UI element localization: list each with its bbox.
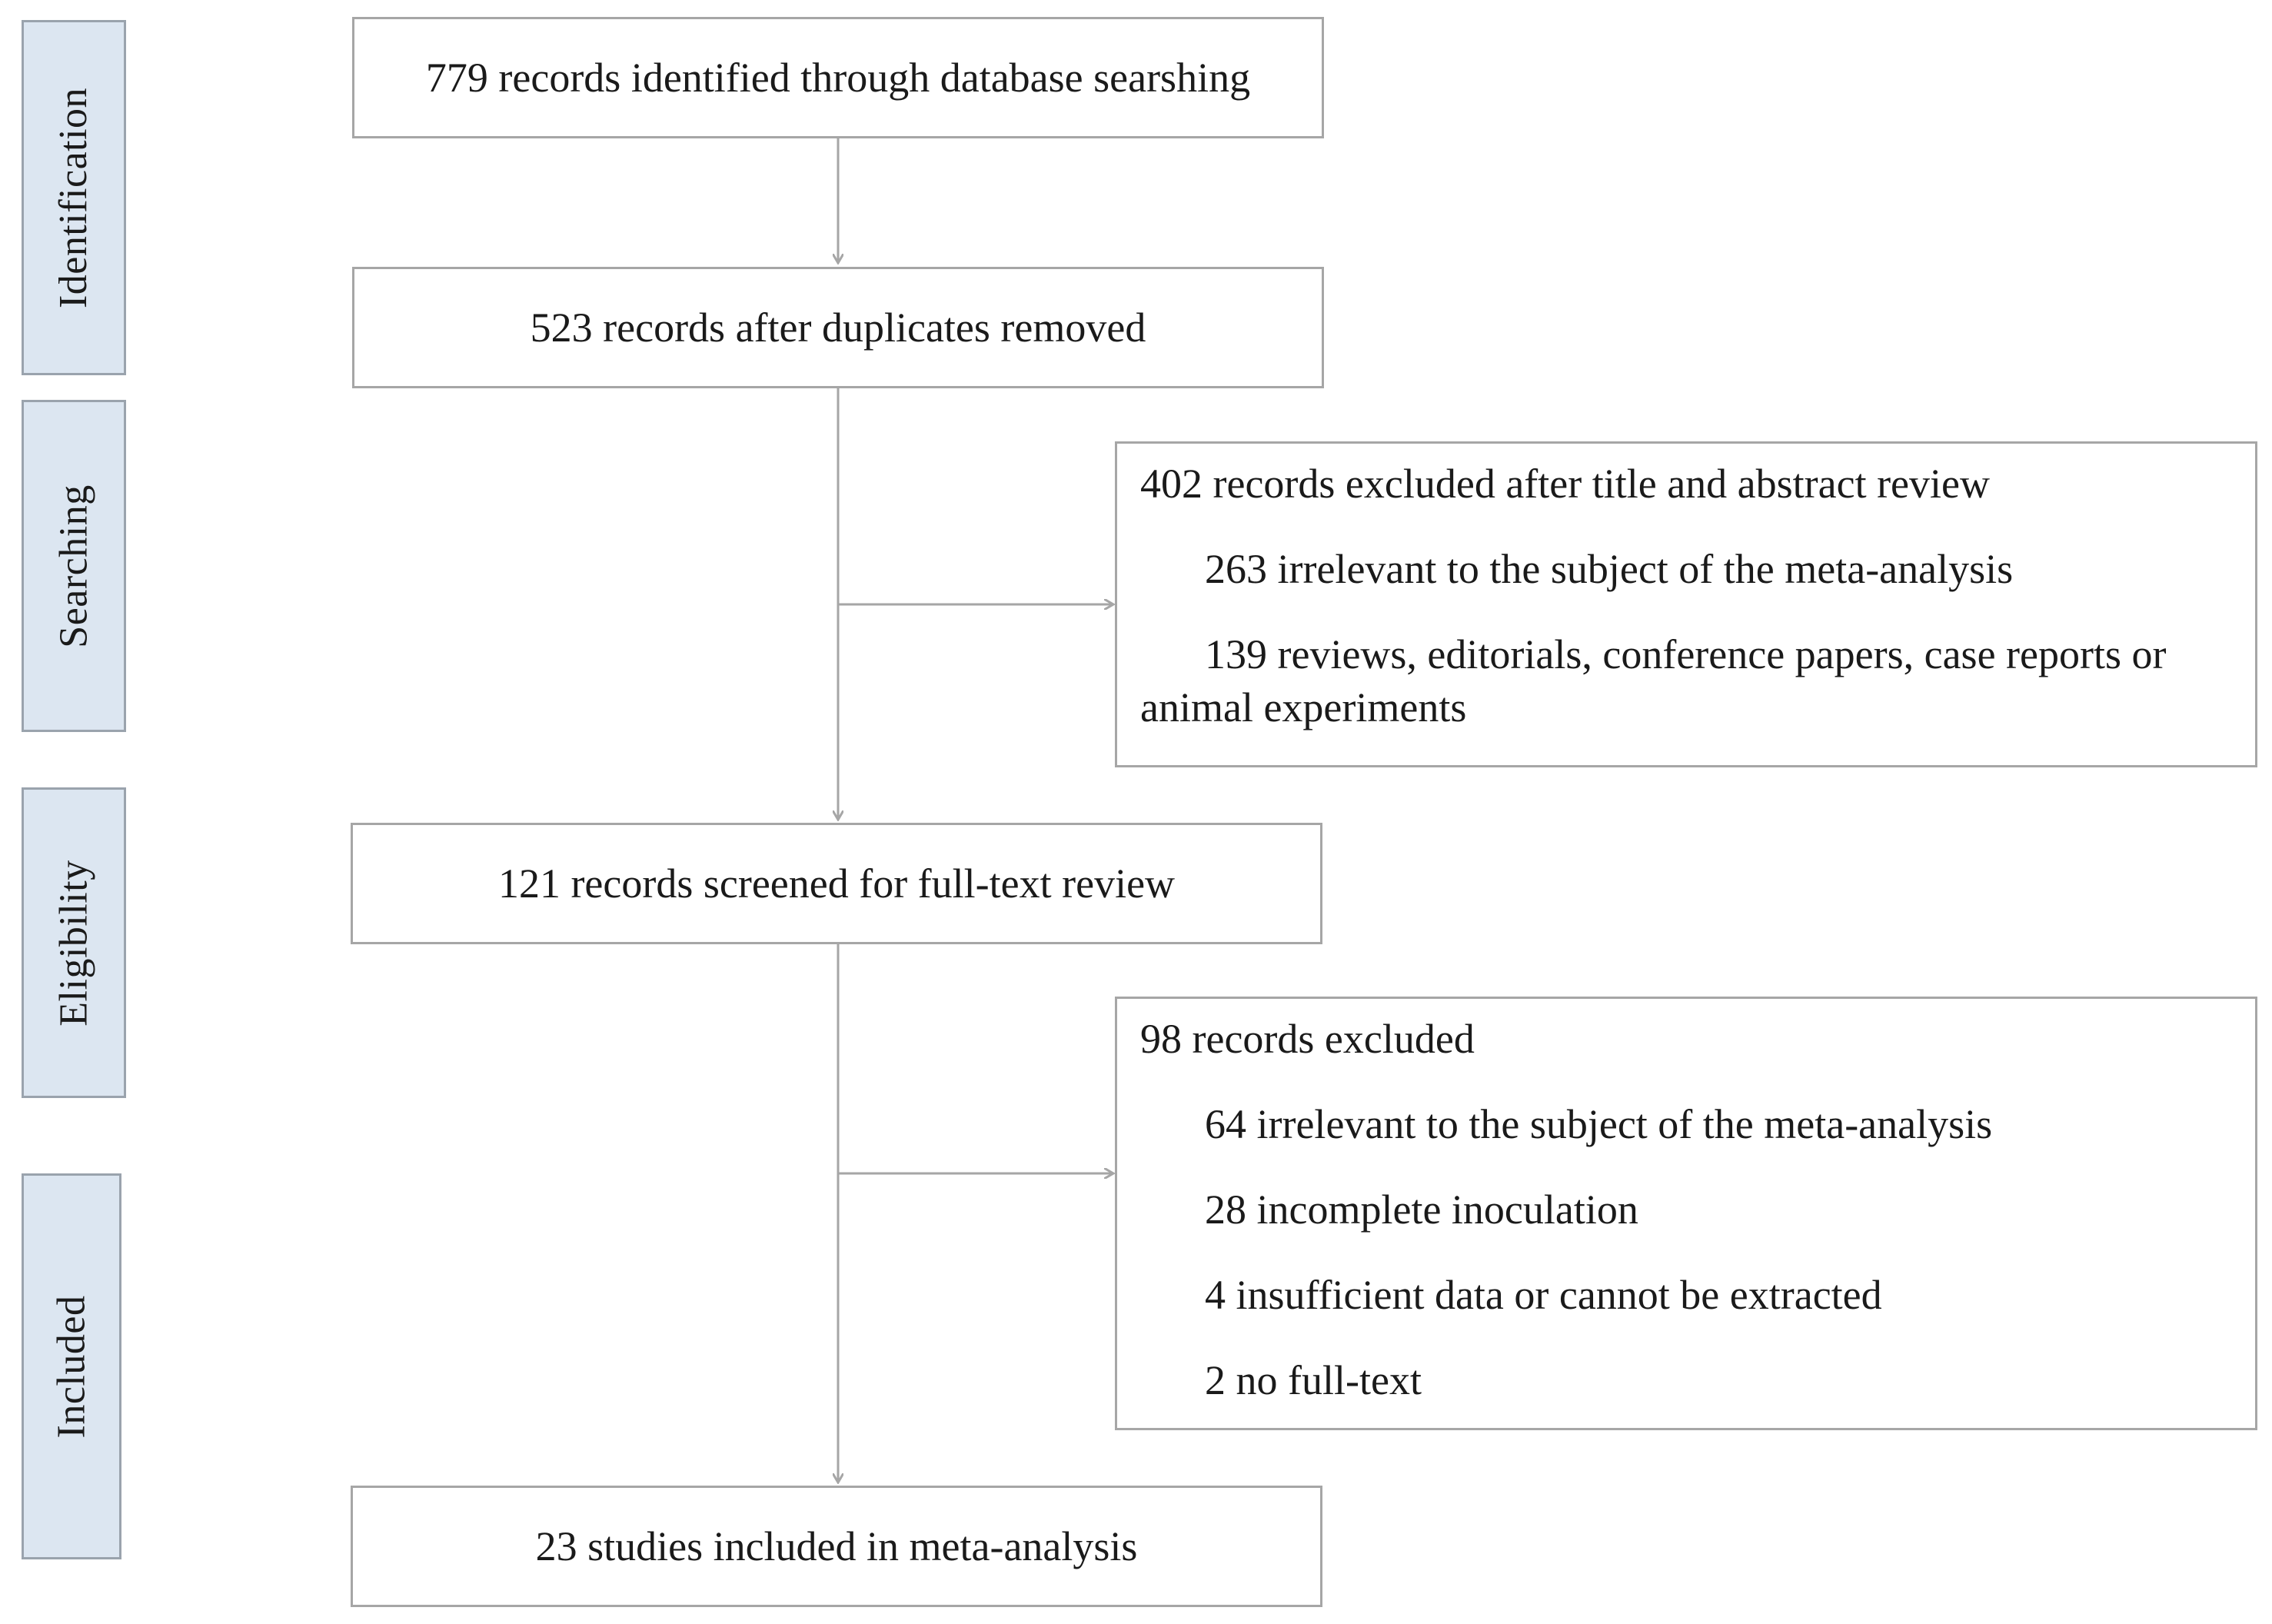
stage-searching: Searching xyxy=(22,400,126,732)
studies-included-text: 23 studies included in meta-analysis xyxy=(535,1523,1138,1569)
records-identified-text: 779 records identified through database … xyxy=(425,55,1251,101)
records-after-duplicates-box: 523 records after duplicates removed xyxy=(352,267,1324,388)
exclusion-2-heading: 98 records excluded xyxy=(1140,1016,1475,1062)
exclusion-box-full-text: 98 records excluded 64 irrelevant to the… xyxy=(1115,997,2257,1430)
records-screened-text: 121 records screened for full-text revie… xyxy=(497,860,1176,907)
exclusion-1-heading: 402 records excluded after title and abs… xyxy=(1140,461,1990,507)
exclusion-1-item: 139 reviews, editorials, conference pape… xyxy=(1140,631,2167,731)
exclusion-box-title-abstract: 402 records excluded after title and abs… xyxy=(1115,441,2257,767)
records-after-duplicates-text: 523 records after duplicates removed xyxy=(530,304,1146,351)
records-identified-box: 779 records identified through database … xyxy=(352,17,1324,138)
studies-included-box: 23 studies included in meta-analysis xyxy=(351,1486,1322,1607)
exclusion-2-item: 2 no full-text xyxy=(1205,1357,1422,1404)
stage-included: Included xyxy=(22,1173,121,1559)
stage-eligibility: Eligibility xyxy=(22,787,126,1098)
exclusion-1-item: 263 irrelevant to the subject of the met… xyxy=(1205,546,2014,593)
exclusion-2-item: 64 irrelevant to the subject of the meta… xyxy=(1205,1101,1993,1148)
exclusion-2-item: 28 incomplete inoculation xyxy=(1205,1186,1638,1233)
records-screened-box: 121 records screened for full-text revie… xyxy=(351,823,1322,944)
stage-identification: Identification xyxy=(22,20,126,375)
exclusion-2-item: 4 insufficient data or cannot be extract… xyxy=(1205,1272,1882,1319)
